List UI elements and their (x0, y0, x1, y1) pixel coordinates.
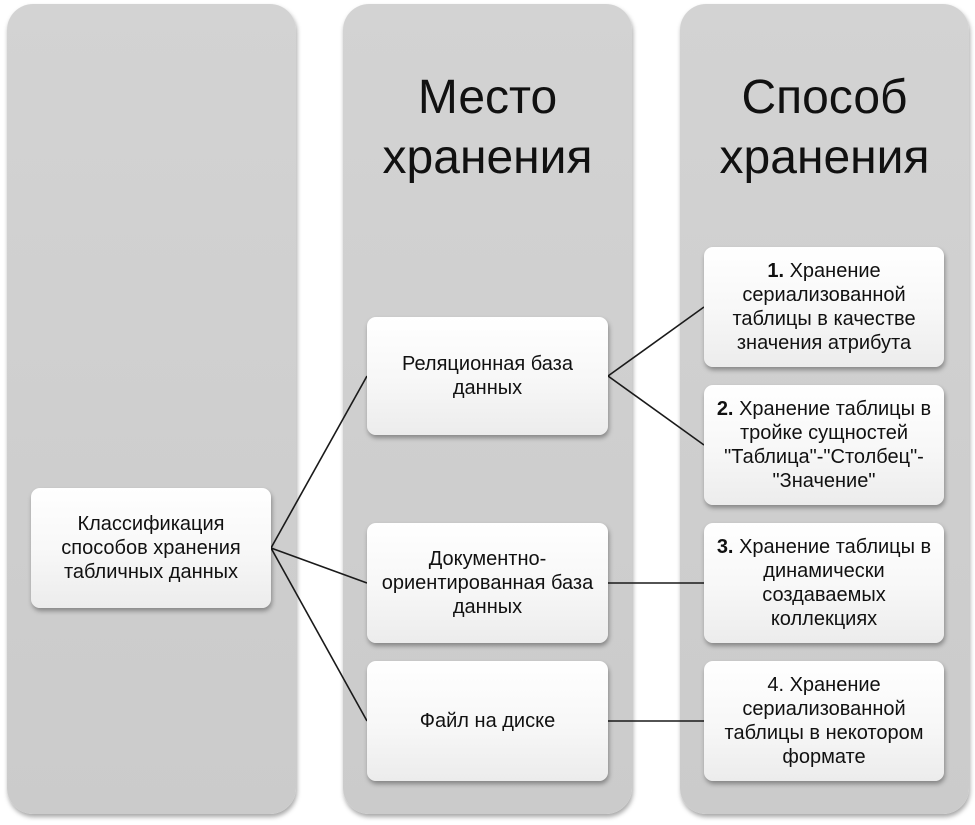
method-text: Хранение таблицы в динамически создаваем… (739, 536, 932, 630)
method-number: 4. (767, 674, 785, 696)
method-text: Хранение сериализованной таблицы в качес… (732, 260, 916, 354)
method-number: 2. (716, 398, 734, 420)
method-text: Хранение таблицы в тройке сущностей "Таб… (724, 398, 932, 492)
method-node-2: 2. Хранение таблицы в тройке сущностей "… (704, 385, 944, 505)
method-node-3: 3. Хранение таблицы в динамически создав… (704, 523, 944, 643)
root-node-classification: Классификация способов хранения табличны… (31, 488, 271, 608)
location-node-relational-db: Реляционная база данных (367, 317, 608, 435)
location-node-label: Документно-ориентированная база данных (381, 548, 594, 618)
method-text: Хранение сериализованной таблицы в некот… (724, 674, 924, 768)
method-number: 3. (716, 536, 734, 558)
location-node-label: Реляционная база данных (402, 353, 573, 399)
location-node-document-db: Документно-ориентированная база данных (367, 523, 608, 643)
method-number: 1. (767, 260, 785, 282)
storage-method-heading: Способ хранения (719, 71, 930, 184)
root-node-label: Классификация способов хранения табличны… (61, 513, 241, 583)
location-node-file-on-disk: Файл на диске (367, 661, 608, 781)
location-node-label: Файл на диске (419, 710, 556, 732)
classification-column (7, 4, 296, 814)
method-node-4: 4. Хранение сериализованной таблицы в не… (704, 661, 944, 781)
storage-location-heading: Место хранения (382, 71, 593, 184)
method-node-1: 1. Хранение сериализованной таблицы в ка… (704, 247, 944, 367)
